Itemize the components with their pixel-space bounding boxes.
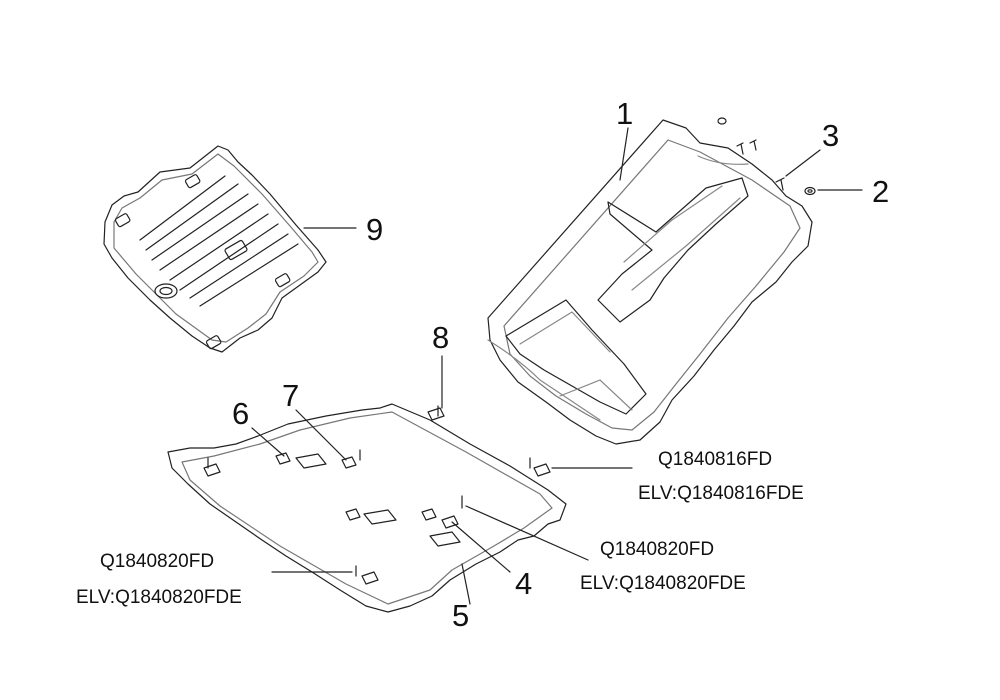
- callout-6: 6: [232, 396, 250, 431]
- leader-line-4: [451, 521, 511, 573]
- leader-line-5: [461, 563, 471, 605]
- leader-line-1: [619, 127, 629, 181]
- floor-mat-part-9: [103, 145, 327, 353]
- callout-2: 2: [872, 174, 890, 209]
- leader-line-7: [295, 409, 347, 461]
- part-number-mid-right: Q1840820FD: [600, 539, 715, 560]
- carpet-part-1: [487, 117, 816, 445]
- leader-line-3: [785, 149, 821, 177]
- callout-8: 8: [432, 320, 450, 355]
- leader-line-6: [251, 427, 285, 457]
- callout-3: 3: [822, 118, 840, 153]
- floor-panel-part-5: [167, 403, 567, 613]
- part-number-mid-right-elv: ELV:Q1840820FDE: [580, 573, 746, 594]
- callout-1: 1: [616, 96, 634, 131]
- callout-4: 4: [515, 566, 533, 601]
- part-number-left-elv: ELV:Q1840820FDE: [76, 587, 242, 608]
- part-number-upper-right-elv: ELV:Q1840816FDE: [638, 483, 804, 504]
- callout-5: 5: [452, 598, 470, 633]
- callout-7: 7: [282, 378, 300, 413]
- part-number-left: Q1840820FD: [100, 551, 215, 572]
- callout-9: 9: [366, 212, 384, 247]
- part-number-upper-right: Q1840816FD: [658, 449, 773, 470]
- leader-line-mid-right: [465, 505, 589, 561]
